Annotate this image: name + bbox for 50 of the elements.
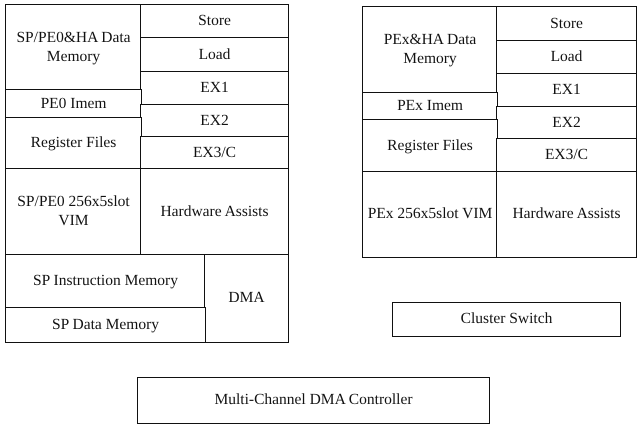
block-label: Multi-Channel DMA Controller [214, 391, 413, 410]
block-label: EX3/C [192, 144, 236, 162]
block-box [496, 73, 637, 108]
block-label: Register Files [387, 136, 473, 156]
block-box [362, 92, 498, 121]
block-box [392, 302, 621, 337]
block-label: Load [550, 48, 582, 67]
block-label: SP Instruction Memory [33, 272, 178, 291]
block-box [5, 89, 142, 119]
block-box [362, 119, 498, 173]
block-box [5, 4, 142, 91]
block-box [496, 40, 637, 75]
block-label: DMA [228, 289, 265, 308]
block-label: Hardware Assists [160, 202, 269, 222]
block-box [140, 71, 289, 106]
block-box [140, 136, 289, 170]
block-label: EX3/C [544, 146, 588, 165]
block-box [5, 168, 142, 256]
block-box [137, 377, 490, 424]
block-label: Register Files [30, 134, 116, 153]
block-label: EX1 [200, 79, 229, 98]
block-label: PEx Imem [397, 97, 463, 116]
block-label: SP/PE0&HA Data Memory [15, 28, 132, 66]
block-label: Cluster Switch [460, 310, 552, 329]
block-box [140, 4, 289, 39]
block-label: SP/PE0 256x5slot VIM [16, 193, 131, 231]
block-label: SP Data Memory [52, 316, 160, 334]
block-box [496, 138, 637, 173]
block-label: Store [550, 14, 583, 34]
block-label: PE0 Imem [40, 94, 106, 114]
block-label: Hardware Assists [512, 205, 621, 224]
block-box [496, 171, 637, 258]
block-box [140, 37, 289, 73]
block-label: PEx 256x5slot VIM [368, 205, 492, 224]
block-box [496, 6, 637, 42]
block-label: Load [198, 46, 230, 64]
block-box [140, 168, 289, 256]
block-box [5, 307, 206, 343]
block-box [5, 117, 142, 170]
block-box [362, 171, 498, 258]
block-box [5, 254, 206, 309]
block-label: EX2 [200, 112, 229, 130]
block-box [140, 104, 289, 138]
block-box [362, 6, 498, 94]
block-label: EX1 [552, 81, 581, 100]
block-label: EX2 [552, 114, 581, 132]
block-box [204, 254, 289, 343]
block-label: Store [198, 12, 231, 31]
block-box [496, 106, 637, 140]
block-label: PEx&HA Data Memory [382, 31, 478, 69]
